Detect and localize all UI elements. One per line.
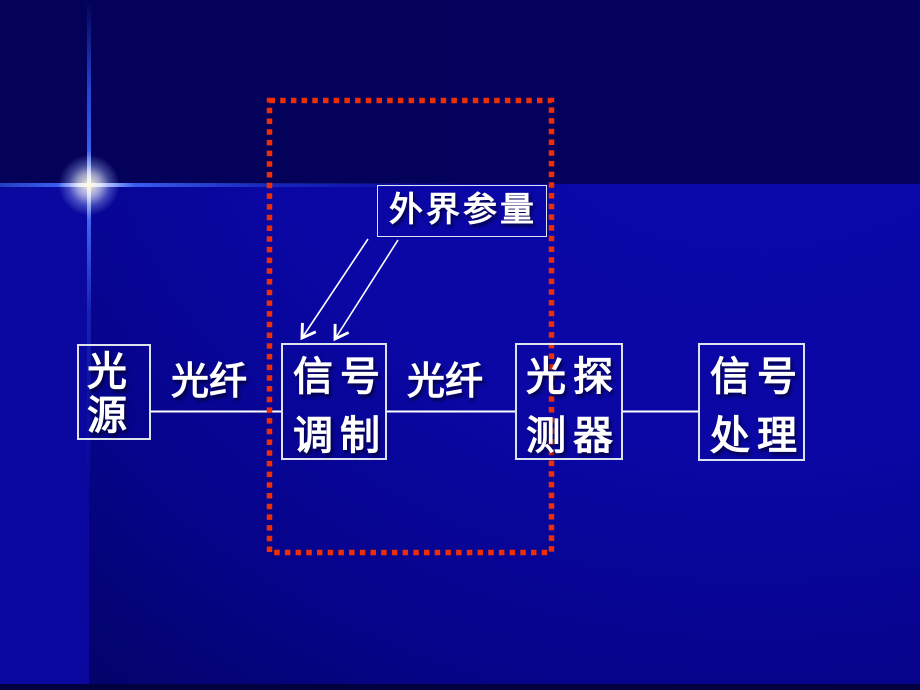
flare-vertical-line	[87, 0, 91, 500]
sensing-region-dotted-frame	[266, 97, 555, 556]
box-external-parameter-label: 外界参量	[389, 191, 537, 229]
box-light-source-line1: 光	[87, 350, 127, 394]
flare-cross-glow	[59, 155, 119, 215]
box-signal-modulation-line2: 调制	[293, 414, 387, 458]
box-photodetector: 光探 测器	[515, 343, 623, 460]
box-signal-modulation-line1: 信号	[293, 355, 387, 399]
box-signal-modulation: 信号 调制	[281, 343, 387, 460]
box-photodetector-line2: 测器	[526, 414, 620, 458]
fiber-label-1: 光纤	[170, 361, 247, 403]
box-light-source: 光 源	[77, 344, 151, 440]
background-top-band	[0, 0, 920, 184]
arrow-external-param-left	[300, 238, 369, 341]
box-light-source-line2: 源	[87, 394, 127, 438]
box-signal-processing-line2: 处理	[710, 414, 804, 458]
background-bottom-edge	[0, 684, 920, 690]
arrow-external-param-right	[333, 239, 399, 342]
box-signal-processing-line1: 信号	[710, 355, 804, 399]
flare-horizontal-line	[0, 183, 480, 187]
fiber-label-2: 光纤	[406, 361, 483, 403]
box-signal-processing: 信号 处理	[698, 343, 805, 461]
box-photodetector-line1: 光探	[526, 355, 620, 399]
box-external-parameter: 外界参量	[377, 185, 547, 237]
background-left-strip	[0, 184, 89, 690]
